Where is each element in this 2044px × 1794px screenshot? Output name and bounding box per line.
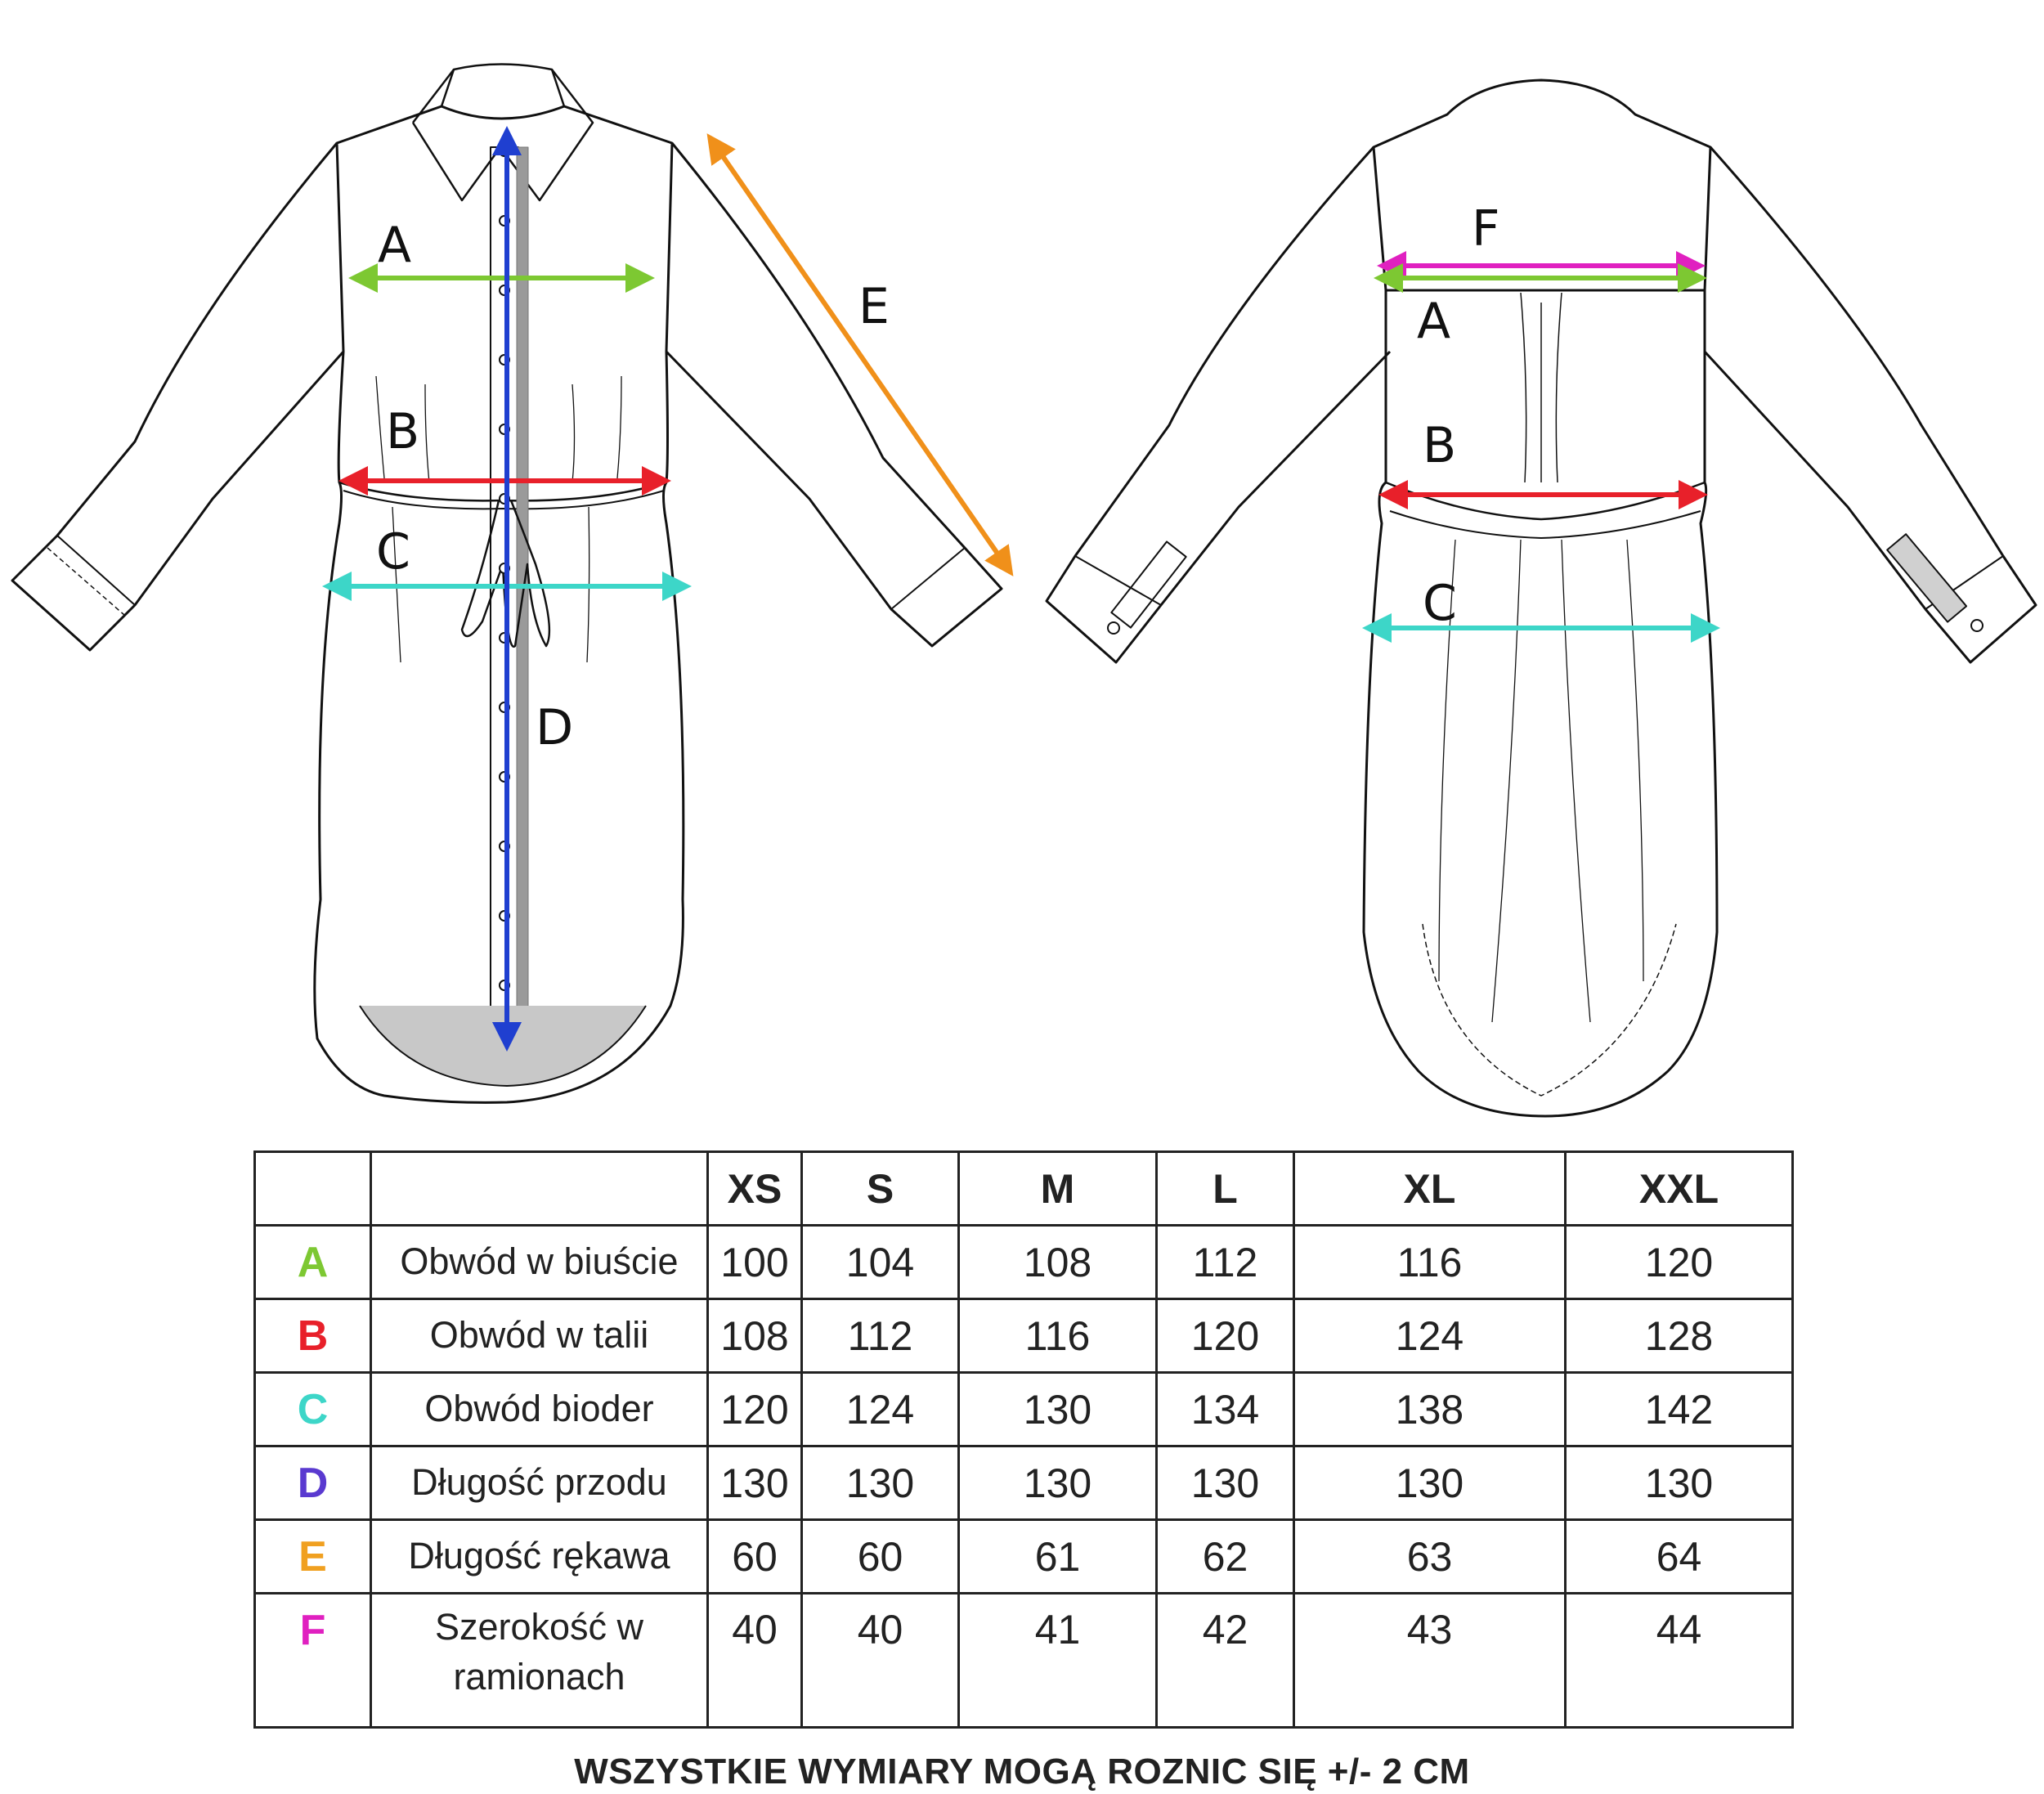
row-letter: B <box>253 1298 372 1374</box>
tolerance-note: WSZYSTKIE WYMIARY MOGĄ ROZNIC SIĘ +/- 2 … <box>574 1751 1470 1792</box>
label-a-back: A <box>1417 293 1450 350</box>
label-e-front: E <box>858 278 890 335</box>
size-header-s: S <box>800 1150 960 1227</box>
back-measure-arrows <box>1362 251 1720 643</box>
table-cell: 60 <box>706 1518 803 1594</box>
table-cell: 100 <box>706 1224 803 1300</box>
table-cell: 124 <box>800 1371 960 1447</box>
back-left-sleeve <box>1045 146 1392 664</box>
table-cell: 130 <box>957 1371 1158 1447</box>
row-measure-name: Szerokość w ramionach <box>370 1592 709 1729</box>
table-cell: 130 <box>1293 1445 1567 1521</box>
back-view <box>1045 78 2037 1118</box>
table-cell: 62 <box>1155 1518 1295 1594</box>
table-cell: 138 <box>1293 1371 1567 1447</box>
back-yoke <box>1372 78 1712 292</box>
table-row: B Obwód w talii 108 112 116 120 124 128 <box>253 1298 1794 1374</box>
garment-technical-drawing: A B C D E F A B C <box>11 63 2037 1118</box>
table-cell: 42 <box>1155 1592 1295 1729</box>
front-collar <box>440 63 566 107</box>
front-left-sleeve <box>11 142 345 652</box>
table-cell: 130 <box>1564 1445 1794 1521</box>
table-cell: 120 <box>1564 1224 1794 1300</box>
back-body-outline <box>1362 289 1719 1118</box>
row-measure-name: Obwód bioder <box>370 1371 709 1447</box>
label-d-front: D <box>536 699 573 756</box>
table-cell: 40 <box>800 1592 960 1729</box>
table-cell: 116 <box>957 1298 1158 1374</box>
front-measure-arrows <box>322 126 1014 1052</box>
size-header-xs: XS <box>706 1150 803 1227</box>
table-row: D Długość przodu 130 130 130 130 130 130 <box>253 1445 1794 1521</box>
front-right-sleeve <box>665 142 1003 648</box>
row-letter: D <box>253 1445 372 1521</box>
table-cell: 64 <box>1564 1518 1794 1594</box>
back-right-sleeve <box>1703 146 2037 664</box>
row-letter: F <box>253 1592 372 1729</box>
label-c-back: C <box>1423 575 1457 632</box>
table-cell: 120 <box>706 1371 803 1447</box>
table-cell: 124 <box>1293 1298 1567 1374</box>
table-cell: 108 <box>957 1224 1158 1300</box>
table-cell: 44 <box>1564 1592 1794 1729</box>
table-row: E Długość rękawa 60 60 61 62 63 64 <box>253 1518 1794 1594</box>
header-blank <box>370 1150 709 1227</box>
header-blank <box>253 1150 372 1227</box>
table-cell: 130 <box>800 1445 960 1521</box>
label-b-back: B <box>1423 417 1456 474</box>
row-measure-name: Długość przodu <box>370 1445 709 1521</box>
table-cell: 43 <box>1293 1592 1567 1729</box>
table-cell: 60 <box>800 1518 960 1594</box>
table-row: C Obwód bioder 120 124 130 134 138 142 <box>253 1371 1794 1447</box>
size-header-m: M <box>957 1150 1158 1227</box>
table-cell: 128 <box>1564 1298 1794 1374</box>
table-cell: 130 <box>957 1445 1158 1521</box>
table-cell: 142 <box>1564 1371 1794 1447</box>
table-cell: 63 <box>1293 1518 1567 1594</box>
table-cell: 112 <box>1155 1224 1295 1300</box>
back-waistband <box>1385 481 1706 521</box>
row-letter: A <box>253 1224 372 1300</box>
label-a-front: A <box>378 217 411 274</box>
label-f-back: F <box>1472 200 1500 258</box>
size-header-row: XS S M L XL XXL <box>253 1150 1794 1227</box>
size-table: XS S M L XL XXL A Obwód w biuście 100 10… <box>253 1150 1794 1729</box>
size-header-xl: XL <box>1293 1150 1567 1227</box>
table-row: A Obwód w biuście 100 104 108 112 116 12… <box>253 1224 1794 1300</box>
label-c-front: C <box>376 523 410 581</box>
row-measure-name: Obwód w biuście <box>370 1224 709 1300</box>
table-cell: 61 <box>957 1518 1158 1594</box>
table-cell: 120 <box>1155 1298 1295 1374</box>
table-row: F Szerokość w ramionach 40 40 41 42 43 4… <box>253 1592 1794 1729</box>
table-cell: 41 <box>957 1592 1158 1729</box>
size-header-xxl: XXL <box>1564 1150 1794 1227</box>
table-cell: 108 <box>706 1298 803 1374</box>
table-cell: 104 <box>800 1224 960 1300</box>
table-cell: 116 <box>1293 1224 1567 1300</box>
label-b-front: B <box>386 403 419 460</box>
row-letter: E <box>253 1518 372 1594</box>
front-body-outline <box>313 105 685 1104</box>
row-measure-name: Długość rękawa <box>370 1518 709 1594</box>
size-header-l: L <box>1155 1150 1295 1227</box>
table-cell: 112 <box>800 1298 960 1374</box>
table-cell: 134 <box>1155 1371 1295 1447</box>
row-measure-name: Obwód w talii <box>370 1298 709 1374</box>
row-letter: C <box>253 1371 372 1447</box>
table-cell: 130 <box>706 1445 803 1521</box>
table-cell: 40 <box>706 1592 803 1729</box>
arrow-e-front <box>706 133 1014 576</box>
table-cell: 130 <box>1155 1445 1295 1521</box>
